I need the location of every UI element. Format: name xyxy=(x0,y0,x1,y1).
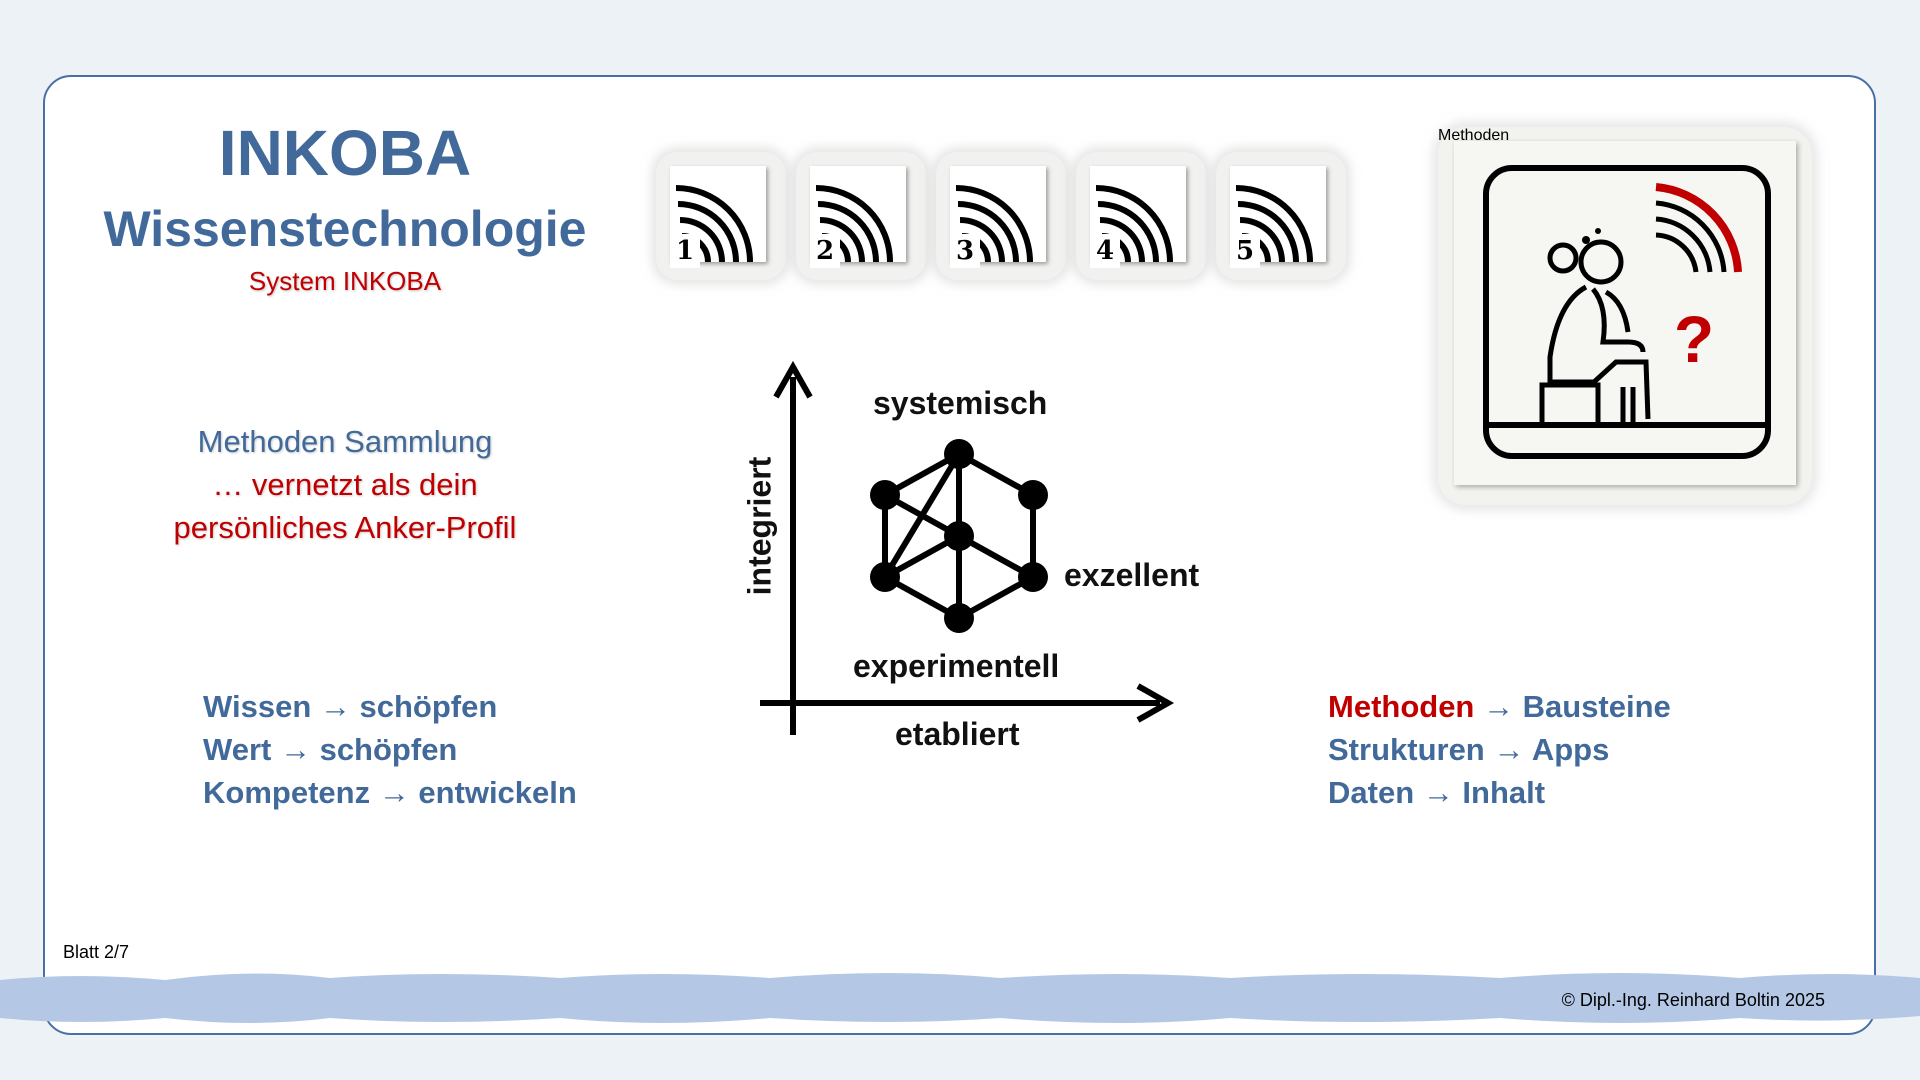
level-badge-2[interactable]: 2 xyxy=(796,152,926,280)
page-title: INKOBA xyxy=(218,117,472,189)
list-item: Daten → Inhalt xyxy=(1328,775,1546,810)
badge-number: 3 xyxy=(950,234,980,268)
level-badge-3[interactable]: 3 xyxy=(936,152,1066,280)
page-indicator: Blatt 2/7 xyxy=(63,942,130,962)
list-item: Wert → schöpfen xyxy=(203,732,458,767)
methods-line-2: … vernetzt als dein xyxy=(212,467,478,502)
x-axis-label: etabliert xyxy=(895,716,1020,752)
arrow-right-icon: → xyxy=(1483,689,1514,724)
badge-number: 2 xyxy=(810,234,840,268)
list-item: Kompetenz → entwickeln xyxy=(203,775,577,810)
copyright-notice: © Dipl.-Ing. Reinhard Boltin 2025 xyxy=(1561,990,1825,1010)
question-mark: ? xyxy=(1674,302,1714,376)
arrow-right-icon: → xyxy=(1493,732,1525,767)
label-systemisch: systemisch xyxy=(873,385,1048,421)
level-badge-5[interactable]: 5 xyxy=(1216,152,1346,280)
badge-number: 4 xyxy=(1090,234,1120,268)
methods-line-3: persönliches Anker-Profil xyxy=(173,510,517,545)
arrow-right-icon: → xyxy=(319,689,351,724)
signal-arcs-red-icon xyxy=(1655,183,1742,273)
bottom-wave-band xyxy=(0,973,1920,1023)
arrow-right-icon: → xyxy=(1422,775,1454,810)
label-experimentell: experimentell xyxy=(853,648,1060,684)
building-blocks-list: Methoden → Bausteine Strukturen → Apps D… xyxy=(1328,685,1671,814)
level-badge-1[interactable]: 1 xyxy=(656,152,786,280)
quality-axes-diagram xyxy=(760,360,1175,735)
methods-line-1: Methoden Sammlung xyxy=(197,424,493,459)
badge-number: 1 xyxy=(670,234,700,268)
value-list: Wissen → schöpfen Wert → schöpfen Kompet… xyxy=(203,685,577,814)
y-axis-arrowhead xyxy=(773,360,813,399)
signal-arcs-black-icon xyxy=(1655,200,1727,273)
arrow-right-icon: → xyxy=(279,732,311,767)
badge-number: 5 xyxy=(1230,234,1260,268)
label-exzellent: exzellent xyxy=(1064,557,1200,593)
list-item: Strukturen → Apps xyxy=(1328,732,1610,767)
level-badge-4[interactable]: 4 xyxy=(1076,152,1206,280)
page-subtitle: Wissenstechnologie xyxy=(103,201,587,257)
signal-arcs-icon xyxy=(675,185,753,263)
network-icon xyxy=(870,439,1048,633)
list-item: Methoden → Bausteine xyxy=(1328,689,1671,724)
thinking-person-icon xyxy=(1539,239,1651,428)
system-label: System INKOBA xyxy=(248,266,442,296)
y-axis-label: integriert xyxy=(741,456,778,596)
list-item: Wissen → schöpfen xyxy=(203,689,498,724)
methods-description: Methoden Sammlung … vernetzt als dein pe… xyxy=(95,420,595,549)
axes xyxy=(760,360,1175,735)
x-axis-arrowhead xyxy=(1136,683,1175,723)
thinker-tag: Methoden xyxy=(1438,127,1510,144)
signal-arcs-icon xyxy=(1235,185,1313,263)
arrow-right-icon: → xyxy=(378,775,410,810)
thinker-icon: ? xyxy=(1483,165,1771,459)
